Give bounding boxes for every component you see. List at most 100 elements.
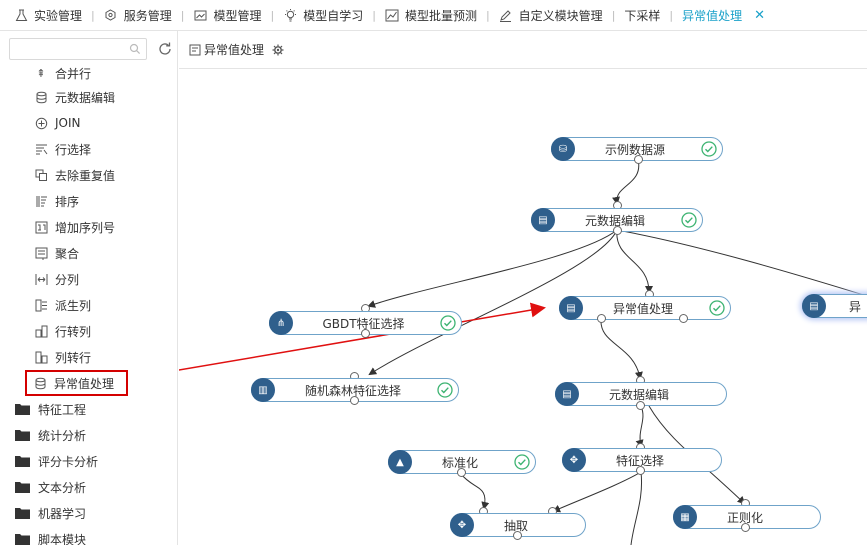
edge [600,318,643,380]
search-icon[interactable] [129,43,141,55]
tree-item-join[interactable]: JOIN [0,110,177,136]
folder-text-analysis[interactable]: 文本分析 [0,474,177,500]
forest-icon: ▥ [251,378,275,402]
node-label: 抽取 [503,518,528,533]
tab-separator: | [485,8,490,22]
node-label: 示例数据源 [604,142,665,157]
output-port[interactable] [597,314,606,323]
node-sample-datasource[interactable]: ⛁ 示例数据源 [551,137,723,161]
close-icon[interactable]: ✕ [754,7,766,23]
output-port[interactable] [636,401,645,410]
merge-rows-icon: ⇞ [36,66,46,80]
tree-item-label: 排序 [55,194,80,209]
tab-outlier-processing[interactable]: 异常值处理 ✕ [682,0,766,30]
annotation-arrow [179,302,546,371]
tree-item-dedupe[interactable]: 去除重复值 [0,162,177,188]
edge [552,471,642,513]
node-outlier-processing[interactable]: ▤ 异常值处理 [559,296,731,320]
folder-icon [15,508,30,519]
refresh-icon[interactable] [157,41,173,57]
tab-model-management[interactable]: 模型管理 [193,0,261,30]
edge [367,229,618,308]
node-label: 异 [848,299,861,314]
folder-machine-learning[interactable]: 机器学习 [0,500,177,526]
folder-label: 机器学习 [38,506,87,521]
experiment-icon [189,44,201,55]
tab-label: 异常值处理 [682,8,743,23]
output-port[interactable] [513,531,522,540]
tree-item-label: 行选择 [55,142,92,157]
folder-label: 统计分析 [38,428,87,443]
node-label: 标准化 [441,455,478,470]
tab-separator: | [91,8,95,22]
tree-item-label: 聚合 [55,246,80,261]
extract-icon: ✥ [450,513,474,537]
output-port[interactable] [634,155,643,164]
tree-item-sort[interactable]: 排序 [0,188,177,214]
edge-layer [179,158,867,545]
search-input[interactable] [10,39,146,59]
service-icon [104,8,118,22]
model-icon [193,8,207,22]
node-label: 元数据编辑 [584,213,645,228]
folder-feature-engineering[interactable]: 特征工程 [0,396,177,422]
tree-item-derived-column[interactable]: 派生列 [0,292,177,318]
tab-label: 实验管理 [34,8,83,23]
tree-item-outlier-processing[interactable]: 异常值处理 [25,370,128,396]
tree-item-row-to-column[interactable]: 行转列 [0,318,177,344]
folder-icon [15,456,30,467]
split-column-icon [34,272,48,286]
output-port[interactable] [361,329,370,338]
tab-label: 模型批量预测 [404,8,477,23]
tree-item-metadata-edit[interactable]: 元数据编辑 [0,84,177,110]
tab-downsampling[interactable]: 下采样 [624,0,660,30]
check-circle-icon [514,454,530,470]
node-label: 异常值处理 [612,301,673,316]
aggregate-icon [34,246,48,260]
folder-script-module[interactable]: 脚本模块 [0,526,177,545]
node-label: 正则化 [726,510,763,525]
node-extract[interactable]: ✥ 抽取 [450,513,586,537]
folder-statistical-analysis[interactable]: 统计分析 [0,422,177,448]
output-port[interactable] [457,468,466,477]
output-port[interactable] [350,396,359,405]
check-circle-icon [440,315,456,331]
folder-label: 文本分析 [38,480,87,495]
output-port[interactable] [613,226,622,235]
tree-item-label: 列转行 [55,350,92,365]
feature-select-icon: ✥ [562,448,586,472]
tab-experiment-management[interactable]: 实验管理 [14,0,83,30]
tree-item-row-select[interactable]: 行选择 [0,136,177,162]
canvas-title: 异常值处理 [204,43,265,57]
tab-service-management[interactable]: 服务管理 [104,0,172,30]
tab-label: 服务管理 [123,8,172,23]
database-icon [33,376,47,390]
tree-item-label: 分列 [55,272,80,287]
edge [635,405,644,448]
tree-item-label: 异常值处理 [54,376,115,391]
edge [612,158,640,205]
output-port[interactable] [636,466,645,475]
gear-icon[interactable] [272,44,284,56]
tab-model-self-learning[interactable]: 模型自学习 [283,0,363,30]
tree-item-split-column[interactable]: 分列 [0,266,177,292]
tree-item-add-serial[interactable]: 增加序列号 [0,214,177,240]
tree-item-merge-rows[interactable]: ⇞合并行 [0,62,177,84]
sort-icon [34,194,48,208]
tab-custom-module-management[interactable]: 自定义模块管理 [499,0,603,30]
bulb-icon [283,8,297,22]
tree-item-label: 派生列 [55,298,92,313]
output-port[interactable] [741,523,750,532]
tree-item-aggregate[interactable]: 聚合 [0,240,177,266]
node-feature-select[interactable]: ✥ 特征选择 [562,448,722,472]
node-regularize[interactable]: ▦ 正则化 [673,505,821,529]
tab-batch-prediction[interactable]: 模型批量预测 [385,0,477,30]
workflow-canvas[interactable]: ⛁ 示例数据源 ▤ 元数据编辑 ⋔ GBDT特征选择 ▤ 异常值处理 ▤ 异 ▥… [179,70,867,545]
node-outlier-processing-2[interactable]: ▤ 异 [802,294,867,318]
node-label: GBDT特征选择 [322,316,405,331]
tree-item-label: 去除重复值 [55,168,116,183]
edge [368,229,618,376]
folder-scorecard-analysis[interactable]: 评分卡分析 [0,448,177,474]
output-port[interactable] [679,314,688,323]
tree-item-column-to-row[interactable]: 列转行 [0,344,177,370]
